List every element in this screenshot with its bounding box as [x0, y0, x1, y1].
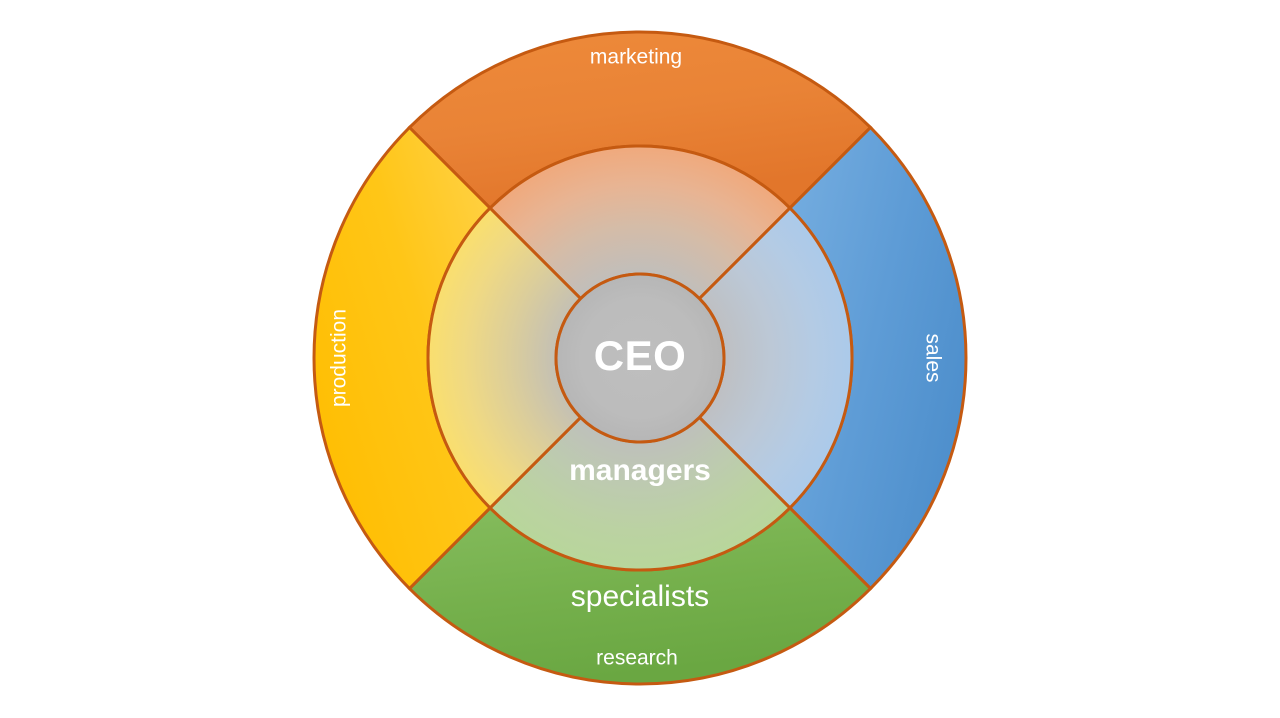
quadrant-label-sales: sales	[921, 333, 944, 382]
quadrant-labels: marketing sales research production	[328, 46, 945, 670]
quadrant-label-marketing: marketing	[590, 46, 682, 69]
middle-ring-group	[426, 144, 854, 572]
core-circle-ceo[interactable]	[554, 272, 726, 444]
quadrant-label-research: research	[596, 647, 678, 670]
ring-labels: specialists managers CEO	[569, 332, 711, 613]
quadrant-label-production: production	[328, 309, 351, 407]
ring-label-ceo: CEO	[594, 332, 687, 379]
ring-label-specialists: specialists	[571, 580, 709, 613]
ring-label-managers: managers	[569, 454, 711, 487]
